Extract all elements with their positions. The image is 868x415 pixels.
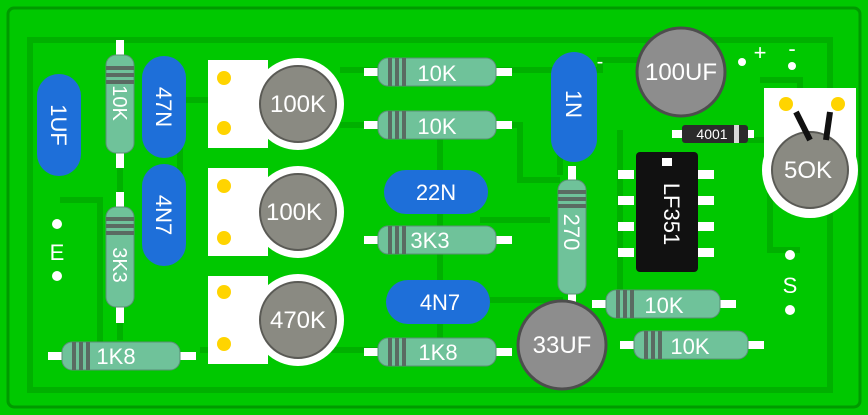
resistor-3k3-mid: 3K3 bbox=[364, 225, 512, 255]
resistor-3k3-left: 3K3 bbox=[105, 192, 135, 323]
trimmer-50k-label: 5OK bbox=[784, 157, 832, 184]
label-S: S bbox=[783, 250, 798, 315]
diode-4001: 4001 bbox=[672, 125, 754, 143]
resistor-10k-top2: 10K bbox=[364, 110, 512, 140]
resistor-10k-right1-label: 10K bbox=[644, 293, 683, 318]
capacitor-100uf-label: 100UF bbox=[645, 59, 717, 86]
trimmer-50k: 5OK bbox=[762, 88, 858, 218]
resistor-3k3-left-label: 3K3 bbox=[108, 247, 130, 283]
resistor-10k-left-label: 10K bbox=[108, 85, 130, 121]
resistor-10k-top2-label: 10K bbox=[417, 114, 456, 139]
capacitor-100uf: 100UF bbox=[635, 26, 727, 118]
capacitor-33uf: 33UF bbox=[516, 299, 608, 391]
ic-lf351-label: LF351 bbox=[659, 183, 684, 245]
pad-minus bbox=[788, 62, 796, 70]
resistor-270-label: 270 bbox=[559, 214, 584, 251]
trimmer-100k-mid-label: 100K bbox=[266, 199, 322, 226]
capacitor-1uf-label: 1UF bbox=[46, 104, 71, 146]
resistor-1k8-mid: 1K8 bbox=[364, 337, 512, 367]
resistor-10k-top1: 10K bbox=[364, 57, 512, 87]
label-E-text: E bbox=[50, 240, 65, 265]
capacitor-1uf: 1UF bbox=[37, 74, 81, 176]
capacitor-4n7-mid-label: 4N7 bbox=[420, 290, 460, 315]
label-E: E bbox=[50, 219, 65, 281]
resistor-1k8-mid-label: 1K8 bbox=[418, 340, 457, 365]
diode-4001-label: 4001 bbox=[696, 126, 727, 142]
board-outline bbox=[6, 6, 862, 409]
resistor-10k-right1: 10K bbox=[592, 289, 736, 319]
capacitor-47n: 47N bbox=[142, 56, 186, 158]
resistor-270: 270 bbox=[557, 166, 587, 308]
capacitor-33uf-label: 33UF bbox=[533, 332, 592, 359]
capacitor-1n: 1N bbox=[551, 52, 597, 162]
minus-label-1n: - bbox=[597, 51, 604, 73]
trimmer-100k-mid: 100K bbox=[208, 166, 344, 258]
resistor-3k3-mid-label: 3K3 bbox=[410, 228, 449, 253]
ic-lf351: LF351 bbox=[618, 152, 714, 272]
capacitor-47n-label: 47N bbox=[151, 87, 176, 127]
capacitor-1n-label: 1N bbox=[561, 90, 586, 118]
trimmer-470k-label: 470K bbox=[270, 307, 326, 334]
trimmer-470k: 470K bbox=[208, 274, 344, 366]
pad-plus bbox=[738, 58, 746, 66]
resistor-1k8-left-label: 1K8 bbox=[96, 344, 135, 369]
capacitor-4n7-left-label: 4N7 bbox=[151, 195, 176, 235]
label-S-text: S bbox=[783, 273, 798, 298]
trimmer-100k-top: 100K bbox=[208, 58, 344, 150]
capacitor-22n-label: 22N bbox=[416, 180, 456, 205]
capacitor-22n: 22N bbox=[384, 170, 488, 214]
resistor-10k-right2: 10K bbox=[620, 330, 764, 360]
resistor-10k-left: 10K bbox=[105, 40, 135, 168]
resistor-1k8-left: 1K8 bbox=[48, 341, 196, 371]
capacitor-4n7-left: 4N7 bbox=[142, 164, 186, 266]
resistor-10k-right2-label: 10K bbox=[670, 334, 709, 359]
minus-label-top: - bbox=[788, 36, 795, 61]
resistor-10k-top1-label: 10K bbox=[417, 61, 456, 86]
trimmer-100k-top-label: 100K bbox=[270, 91, 326, 118]
capacitor-4n7-mid: 4N7 bbox=[386, 280, 490, 324]
plus-label: + bbox=[754, 40, 767, 65]
